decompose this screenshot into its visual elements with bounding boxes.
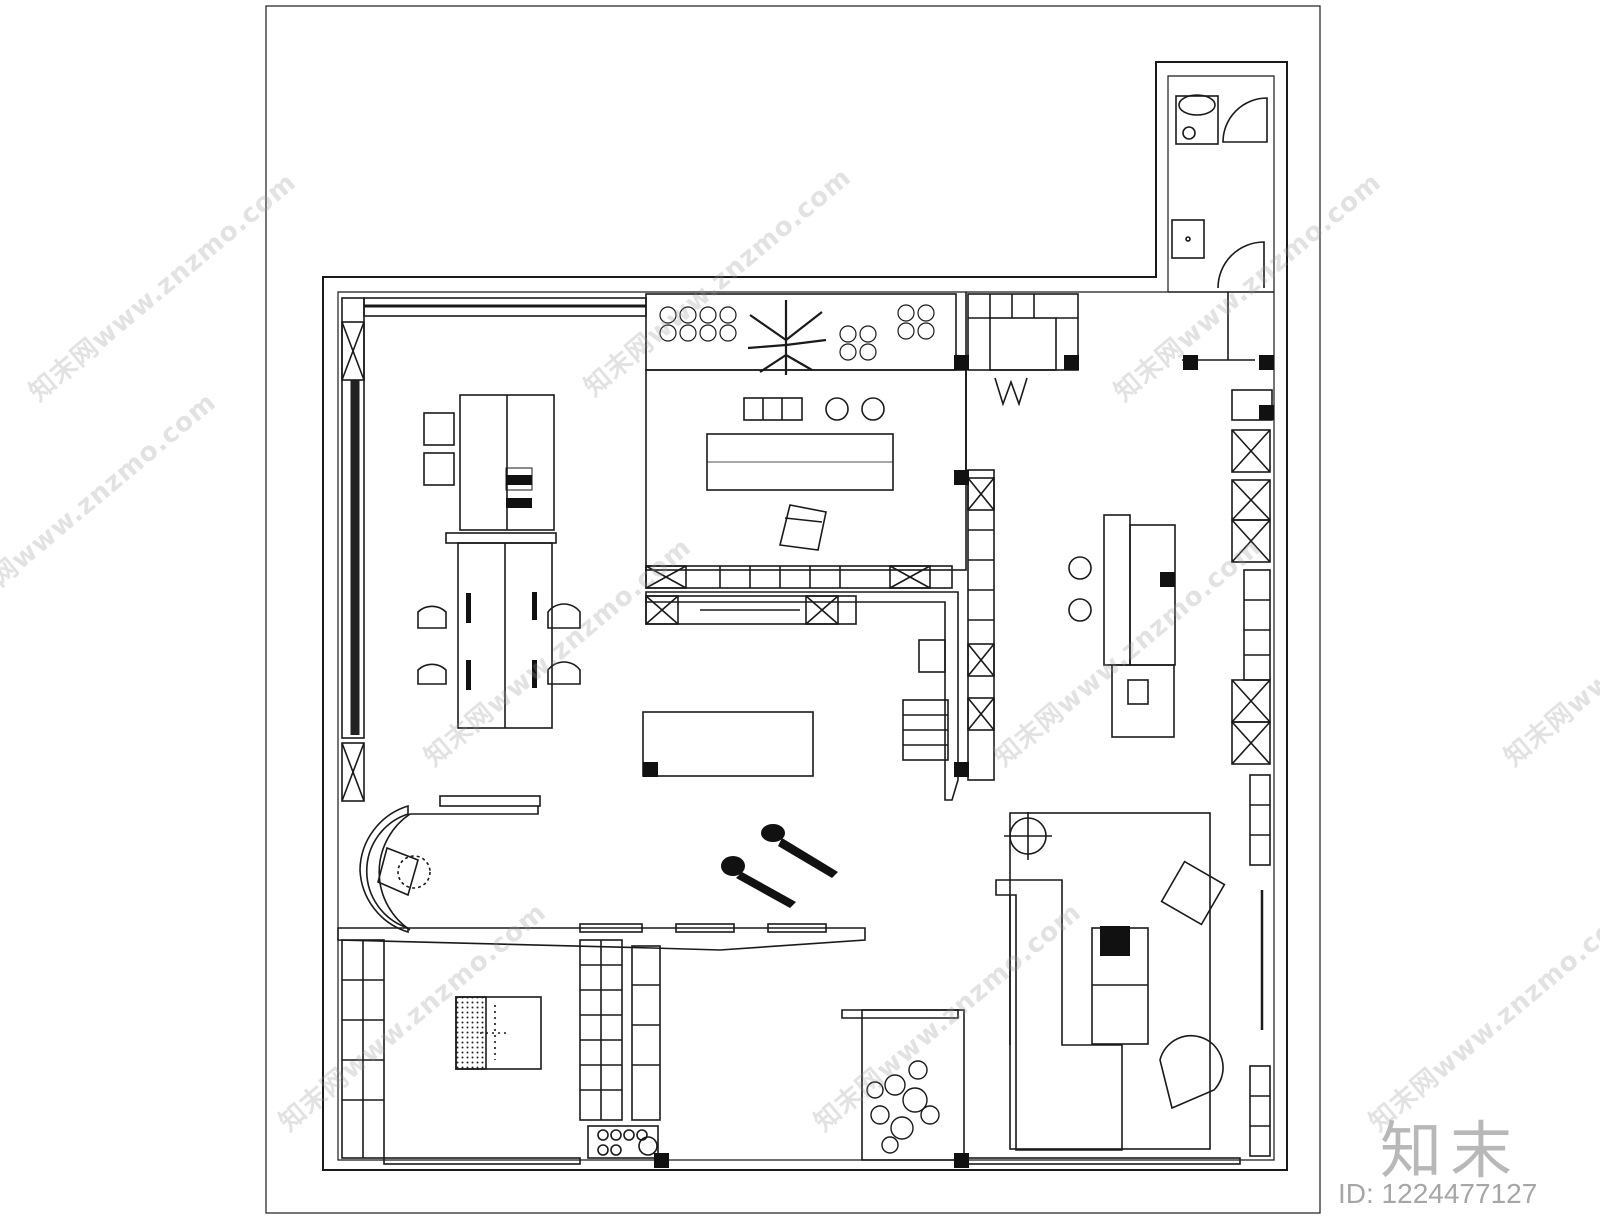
kitchen-counter-row bbox=[743, 397, 803, 421]
kitchen-room bbox=[645, 369, 967, 571]
bath-door-2 bbox=[1217, 241, 1265, 289]
center-table bbox=[642, 711, 814, 777]
shrubs bbox=[659, 304, 935, 361]
bath-sink bbox=[1171, 219, 1205, 259]
people bbox=[721, 824, 838, 908]
tree-bottom bbox=[866, 1060, 940, 1154]
brand-logo-text: 知末 bbox=[1380, 1114, 1521, 1187]
tree-top bbox=[747, 300, 827, 375]
armchair bbox=[1159, 1034, 1224, 1110]
kitchen-chair bbox=[779, 504, 827, 551]
image-id-label: ID: 1224477127 bbox=[1338, 1178, 1538, 1209]
toilet bbox=[1175, 95, 1219, 145]
living-rug bbox=[1009, 812, 1211, 1150]
bath-door bbox=[1222, 97, 1268, 143]
bathroom bbox=[1168, 94, 1274, 293]
drawing-frame bbox=[265, 5, 1321, 1214]
left-window bbox=[341, 297, 365, 739]
columns bbox=[466, 355, 1274, 1168]
reception-desk bbox=[378, 806, 539, 931]
sofa bbox=[995, 879, 1123, 1151]
outer-wall bbox=[322, 61, 1288, 1171]
